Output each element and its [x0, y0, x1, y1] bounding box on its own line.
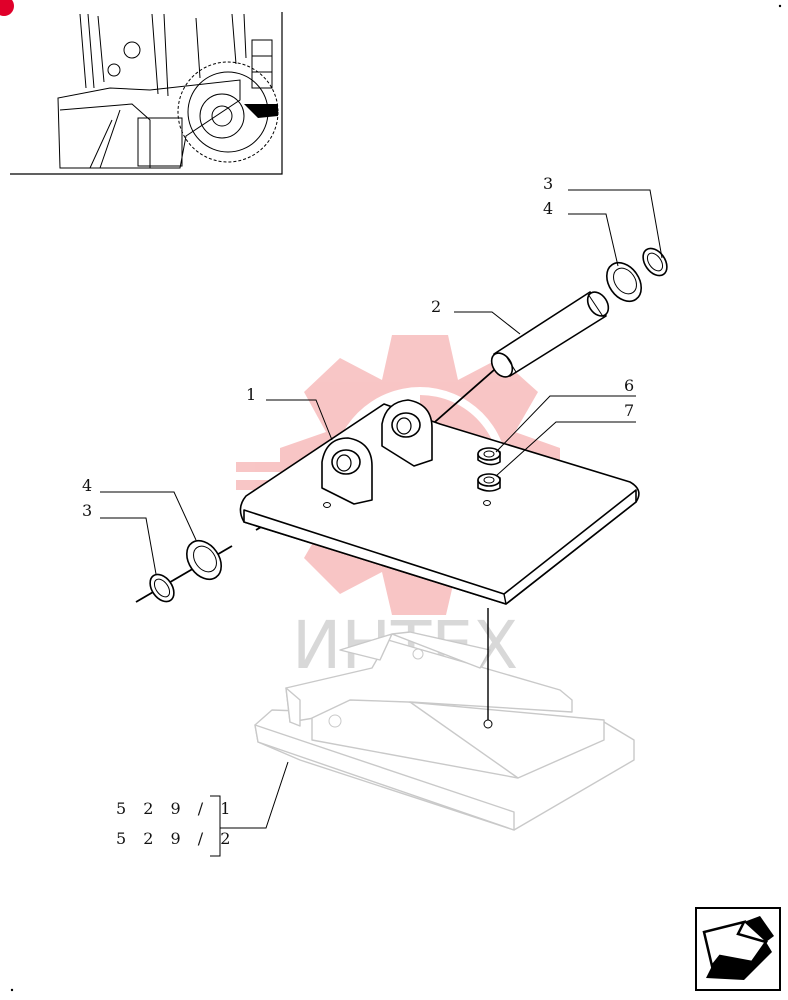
callout-1: 1 — [246, 385, 256, 404]
part-3-circlip-right — [642, 247, 668, 277]
reference-529-2[interactable]: 5 2 9 / 2 — [116, 829, 236, 848]
leader-lines — [100, 189, 663, 857]
thumbnail-frame — [0, 0, 283, 175]
highlighted-part-marker — [244, 104, 278, 118]
callout-3-top: 3 — [543, 174, 553, 193]
corner-dot — [778, 4, 782, 8]
reference-529-1[interactable]: 5 2 9 / 1 — [116, 799, 236, 818]
next-page-arrow-icon[interactable] — [695, 907, 781, 991]
part-7-bolt — [477, 473, 501, 492]
ghost-base-assembly — [254, 631, 635, 831]
corner-marker-icon — [0, 0, 14, 16]
callout-4-left: 4 — [82, 476, 92, 495]
part-3-circlip-left — [149, 573, 175, 603]
callout-2: 2 — [431, 297, 441, 316]
callout-4-top: 4 — [543, 199, 553, 218]
part-1-mounting-plate — [239, 399, 640, 729]
corner-dot — [10, 988, 14, 992]
part-4-washer-left — [185, 539, 223, 581]
part-4-washer-right — [605, 261, 643, 303]
part-6-nut — [477, 447, 501, 466]
part-2-pin — [490, 291, 610, 378]
callout-7: 7 — [624, 401, 634, 420]
callout-6: 6 — [624, 376, 634, 395]
callout-3-left: 3 — [82, 501, 92, 520]
tractor-thumbnail-icon — [57, 13, 279, 169]
